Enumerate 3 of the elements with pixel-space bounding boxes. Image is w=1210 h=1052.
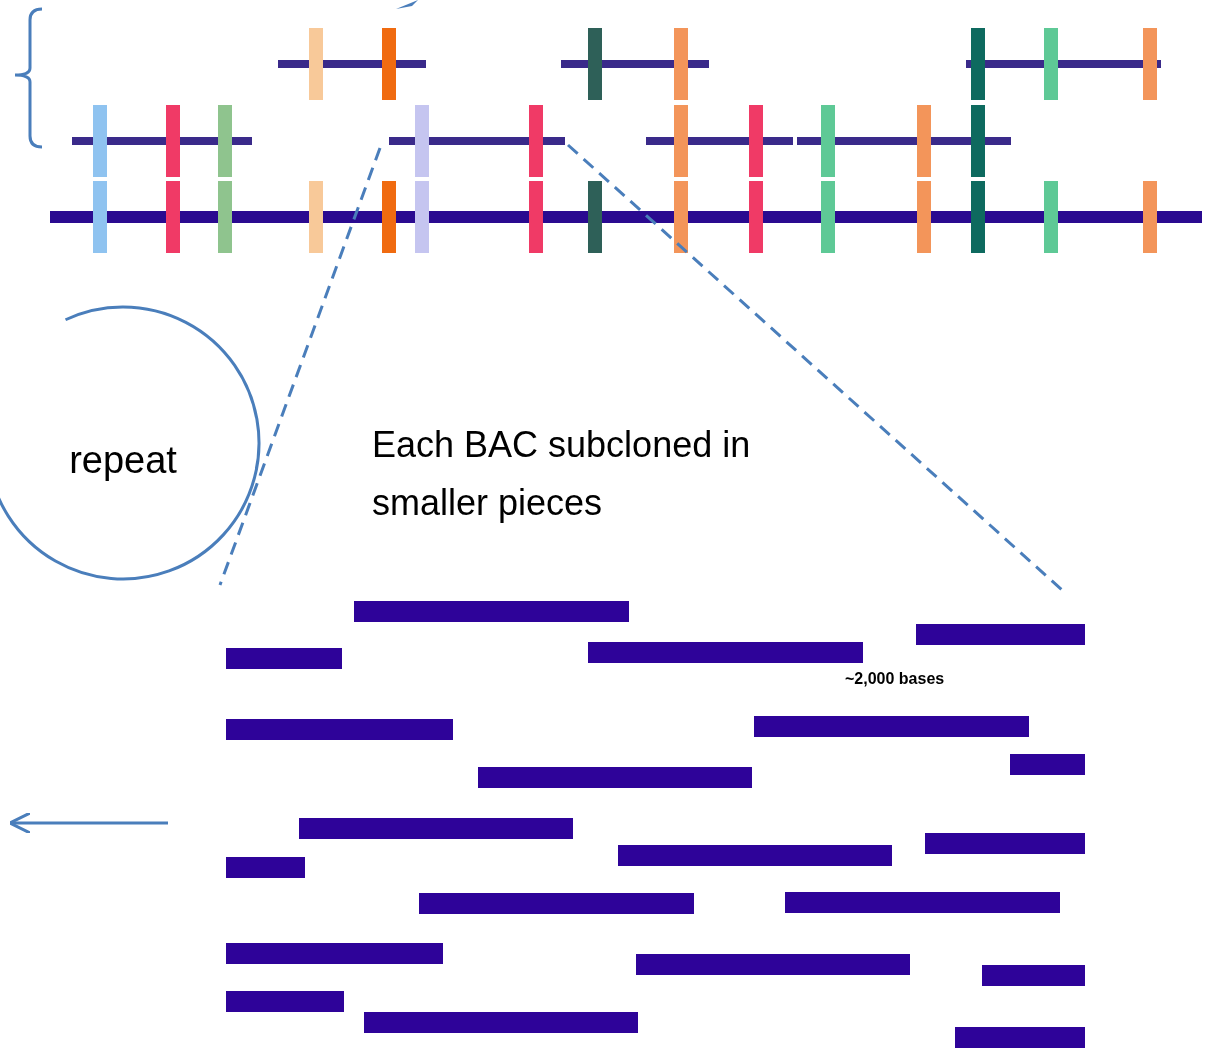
caption-text: Each BAC subcloned in smaller pieces <box>372 423 752 525</box>
node-label: repeat <box>69 438 177 482</box>
scale-label: ~2,000 bases <box>845 669 946 689</box>
